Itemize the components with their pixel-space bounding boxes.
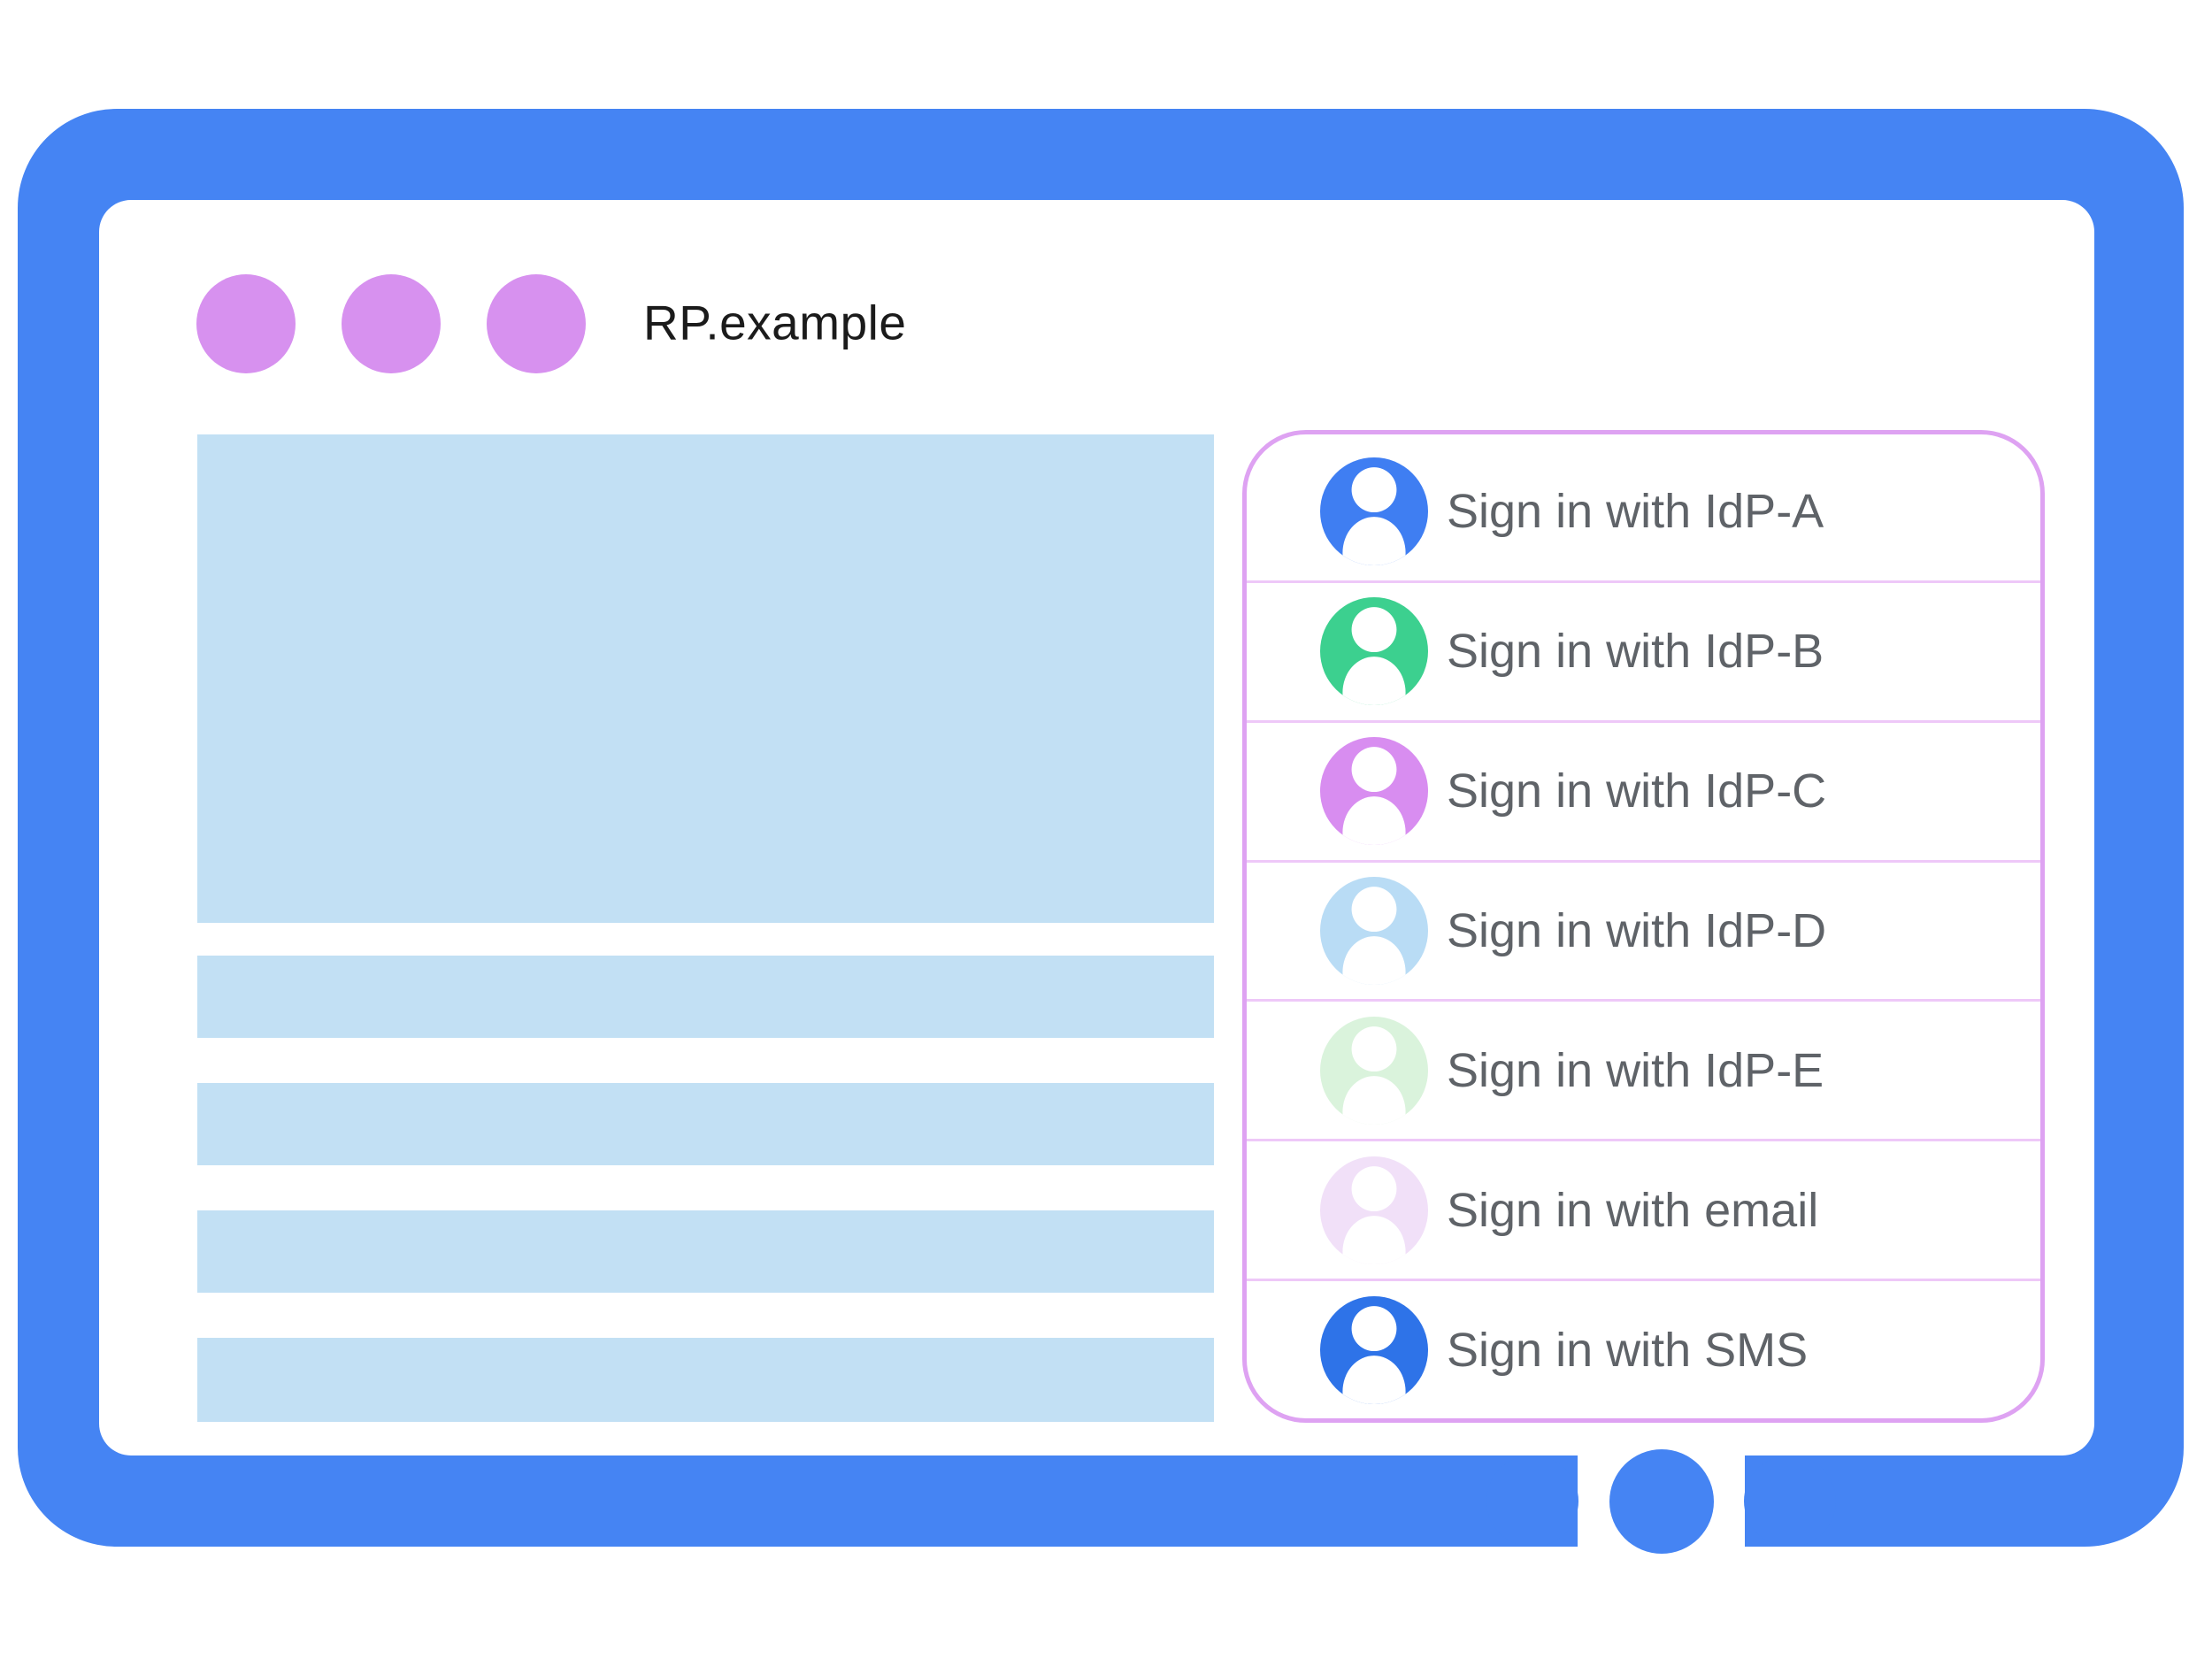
signin-option-label: Sign in with SMS: [1447, 1323, 1809, 1377]
window-control-dot-icon[interactable]: [487, 274, 586, 373]
signin-option-idp-d[interactable]: Sign in with IdP-D: [1247, 859, 2040, 1000]
signin-option-label: Sign in with IdP-E: [1447, 1043, 1824, 1097]
bezel-left-segment-cap: [1486, 1455, 1578, 1547]
person-avatar-icon: [1320, 877, 1428, 985]
signin-option-idp-b[interactable]: Sign in with IdP-B: [1247, 580, 2040, 720]
signin-option-label: Sign in with IdP-C: [1447, 764, 1827, 818]
site-title: RP.example: [643, 295, 907, 350]
signin-chooser-panel: Sign in with IdP-A Sign in with IdP-B Si…: [1242, 430, 2045, 1423]
home-button: [1609, 1449, 1714, 1554]
signin-option-label: Sign in with IdP-A: [1447, 485, 1824, 539]
signin-option-label: Sign in with email: [1447, 1183, 1819, 1237]
content-placeholder-hero: [197, 434, 1214, 923]
person-avatar-icon: [1320, 1295, 1428, 1404]
signin-option-email[interactable]: Sign in with email: [1247, 1139, 2040, 1279]
content-placeholder-bar: [197, 1083, 1214, 1165]
person-avatar-icon: [1320, 597, 1428, 706]
person-avatar-icon: [1320, 457, 1428, 566]
bezel-right-segment-cap: [1744, 1455, 1836, 1547]
person-avatar-icon: [1320, 737, 1428, 846]
window-control-dot-icon[interactable]: [342, 274, 441, 373]
window-control-dot-icon[interactable]: [196, 274, 296, 373]
person-avatar-icon: [1320, 1016, 1428, 1125]
signin-option-idp-c[interactable]: Sign in with IdP-C: [1247, 719, 2040, 860]
content-placeholder-bar: [197, 1338, 1214, 1422]
signin-option-idp-a[interactable]: Sign in with IdP-A: [1247, 443, 2040, 580]
signin-option-idp-e[interactable]: Sign in with IdP-E: [1247, 999, 2040, 1139]
content-placeholder-bar: [197, 1210, 1214, 1293]
signin-option-label: Sign in with IdP-B: [1447, 625, 1824, 679]
signin-option-sms[interactable]: Sign in with SMS: [1247, 1279, 2040, 1418]
signin-option-label: Sign in with IdP-D: [1447, 904, 1827, 957]
person-avatar-icon: [1320, 1156, 1428, 1264]
content-placeholder-bar: [197, 956, 1214, 1038]
